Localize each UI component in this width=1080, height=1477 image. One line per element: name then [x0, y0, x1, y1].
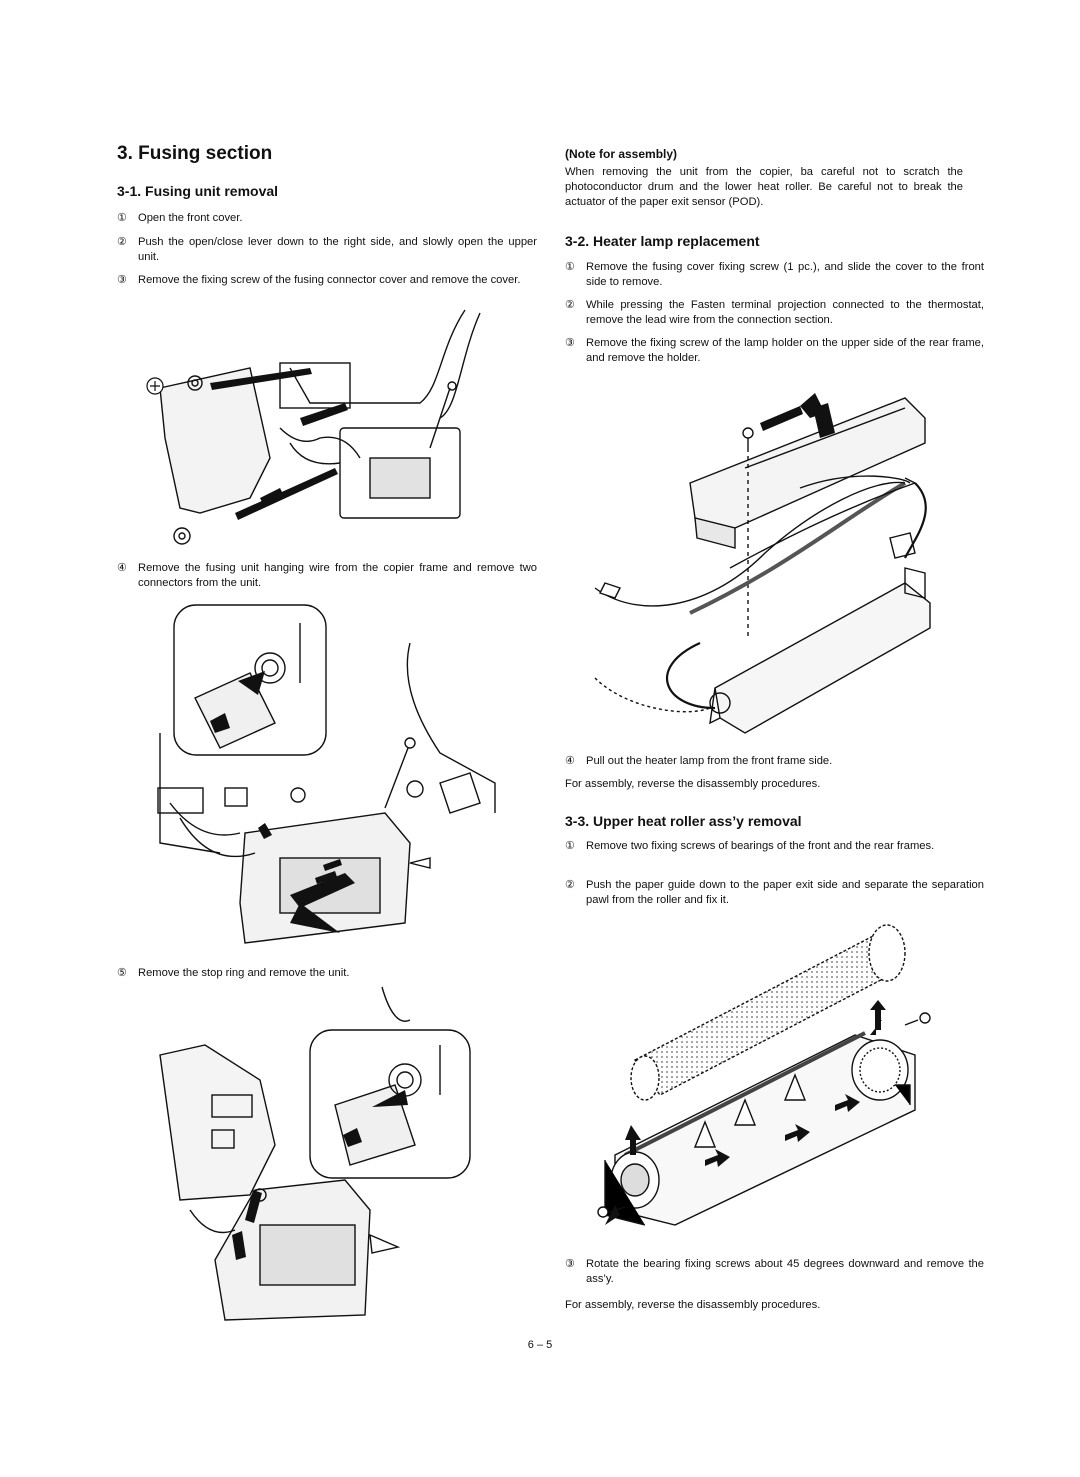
- heater-after-text: For assembly, reverse the disassembly pr…: [565, 778, 821, 790]
- section-heading-fusing-unit-removal: 3-1. Fusing unit removal: [117, 183, 279, 199]
- hanging-wire-removal-figure: [157, 604, 496, 944]
- section-heading-heater-lamp-replacement: 3-2. Heater lamp replacement: [565, 233, 760, 249]
- stop-ring-removal-figure: [159, 986, 471, 1321]
- note-text: When removing the unit from the copier, …: [565, 166, 963, 209]
- page-title: 3. Fusing section: [117, 143, 273, 164]
- page-number: 6 – 5: [527, 1339, 553, 1351]
- note-heading: (Note for assembly): [565, 147, 678, 161]
- upper-heat-roller-figure: [597, 924, 931, 1226]
- roller-after-text: For assembly, reverse the disassembly pr…: [565, 1299, 821, 1311]
- connector-cover-removal-figure: [146, 309, 481, 545]
- heater-lamp-exploded-figure: [594, 393, 931, 734]
- section-heading-upper-heat-roller-removal: 3-3. Upper heat roller ass’y removal: [565, 813, 802, 829]
